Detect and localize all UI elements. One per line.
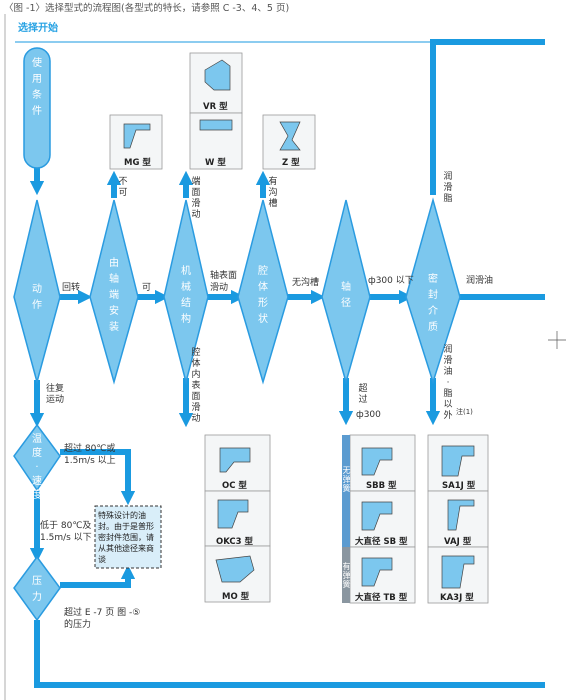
type-mo: MO 型 xyxy=(222,592,250,602)
edge-no-groove: 无沟槽 xyxy=(292,278,320,288)
edge-grooved: 有沟槽 xyxy=(268,177,278,209)
type-okc3: OKC3 型 xyxy=(216,537,254,547)
edge-below-300: ф300 以下 xyxy=(368,276,414,286)
type-w: W 型 xyxy=(205,158,226,168)
type-mg: MG 型 xyxy=(124,158,151,168)
band-label-with-spring: 有弹簧 xyxy=(342,562,351,589)
drawing-oc-icon xyxy=(219,447,251,473)
edge-pressure-over: 超过 E -7 页 图 -⑤的压力 xyxy=(64,608,141,630)
drawing-sb-large-icon xyxy=(361,501,393,531)
edge-over-300-value: ф300 xyxy=(356,410,381,420)
node-shaft-dia: 轴径 xyxy=(341,282,351,309)
drawing-vr-icon xyxy=(204,59,231,91)
edge-end-face-slide: 端面滑动 xyxy=(191,177,201,220)
node-motion-shape xyxy=(13,199,61,385)
edge-other: 润滑油·脂以外 xyxy=(443,345,453,421)
drawing-okc3-icon xyxy=(217,499,249,529)
edge-note-ref: 注(1) xyxy=(456,408,473,416)
node-mechanism: 机械结构 xyxy=(181,266,191,325)
node-axial-shape xyxy=(89,199,139,385)
type-vaj: VAJ 型 xyxy=(444,537,472,547)
node-pressure-shape xyxy=(13,555,61,622)
node-conditions-shape xyxy=(23,47,51,169)
node-mechanism-shape xyxy=(163,199,209,385)
flow-pressure-over xyxy=(60,564,136,588)
drawing-sa1j-icon xyxy=(441,445,475,477)
drawing-tb-large-icon xyxy=(361,557,393,587)
node-temp-speed: 温度·速度 xyxy=(32,434,42,501)
type-tb-large: 大直径 TB 型 xyxy=(355,593,408,603)
node-motion: 动作 xyxy=(32,284,42,311)
drawing-sbb-icon xyxy=(361,447,393,476)
type-sbb: SBB 型 xyxy=(366,481,397,491)
band-label-no-spring: 无弹簧 xyxy=(342,466,351,493)
box-sb-large xyxy=(349,490,416,548)
node-cavity-shape xyxy=(237,199,289,385)
edge-oil: 润滑油 xyxy=(466,276,494,286)
drawing-w-icon xyxy=(199,119,233,131)
node-medium-shape xyxy=(405,197,461,385)
box-sbb xyxy=(349,434,416,492)
node-temp-shape xyxy=(13,423,61,492)
node-pressure: 压力 xyxy=(32,576,42,603)
drawing-vaj-icon xyxy=(447,499,475,531)
drawing-mo-icon xyxy=(215,555,255,583)
edge-reciprocating: 往复运动 xyxy=(45,384,64,405)
edge-cavity-inner-slide: 腔体内表面滑动 xyxy=(191,348,201,424)
box-tb-large xyxy=(349,546,416,604)
type-sa1j: SA1J 型 xyxy=(442,481,476,491)
start-label: 选择开始 xyxy=(18,23,58,34)
edge-over: 超过 xyxy=(358,384,368,405)
drawing-mg-icon xyxy=(123,123,151,149)
special-note: 特殊设计的油封。由于是普形密封件范围，请从其他途径来商谈 xyxy=(98,511,154,564)
type-vr: VR 型 xyxy=(203,102,228,112)
node-sealed-medium: 密封介质 xyxy=(428,274,438,333)
edge-yes: 可 xyxy=(142,283,152,293)
type-ka3j: KA3J 型 xyxy=(440,593,474,603)
node-cavity-shape-label: 腔体形状 xyxy=(258,266,268,325)
box-oc xyxy=(204,434,271,492)
edge-temp-under: 低于 80℃及 1.5m/s 以下 xyxy=(40,521,92,543)
flow-temp-over xyxy=(60,449,136,506)
band-no-spring xyxy=(342,435,350,547)
edge-rotation: 回转 xyxy=(62,283,81,293)
node-axial-mounting: 由轴端安装 xyxy=(109,258,119,333)
flow-pressure-bottom xyxy=(34,620,545,688)
band-with-spring xyxy=(342,547,350,603)
drawing-z-icon xyxy=(279,121,301,151)
type-sb-large: 大直径 SB 型 xyxy=(355,537,408,547)
node-shaft-shape xyxy=(321,199,371,385)
edge-temp-over: 超过 80℃或 1.5m/s 以上 xyxy=(64,444,116,466)
type-oc: OC 型 xyxy=(222,481,247,491)
type-z: Z 型 xyxy=(282,158,300,168)
figure-caption: 〈图 -1〉选择型式的流程图(各型式的特长，请参照 C -3、4、5 页) xyxy=(4,3,290,14)
node-conditions: 使用条件 xyxy=(32,58,42,117)
edge-grease: 润滑脂 xyxy=(443,172,453,204)
drawing-ka3j-icon xyxy=(441,555,475,589)
edge-shaft-surface-slide: 轴表面滑动 xyxy=(210,271,238,293)
edge-no: 不可 xyxy=(118,177,128,198)
flow-grease xyxy=(430,39,545,195)
note-box xyxy=(94,505,162,569)
